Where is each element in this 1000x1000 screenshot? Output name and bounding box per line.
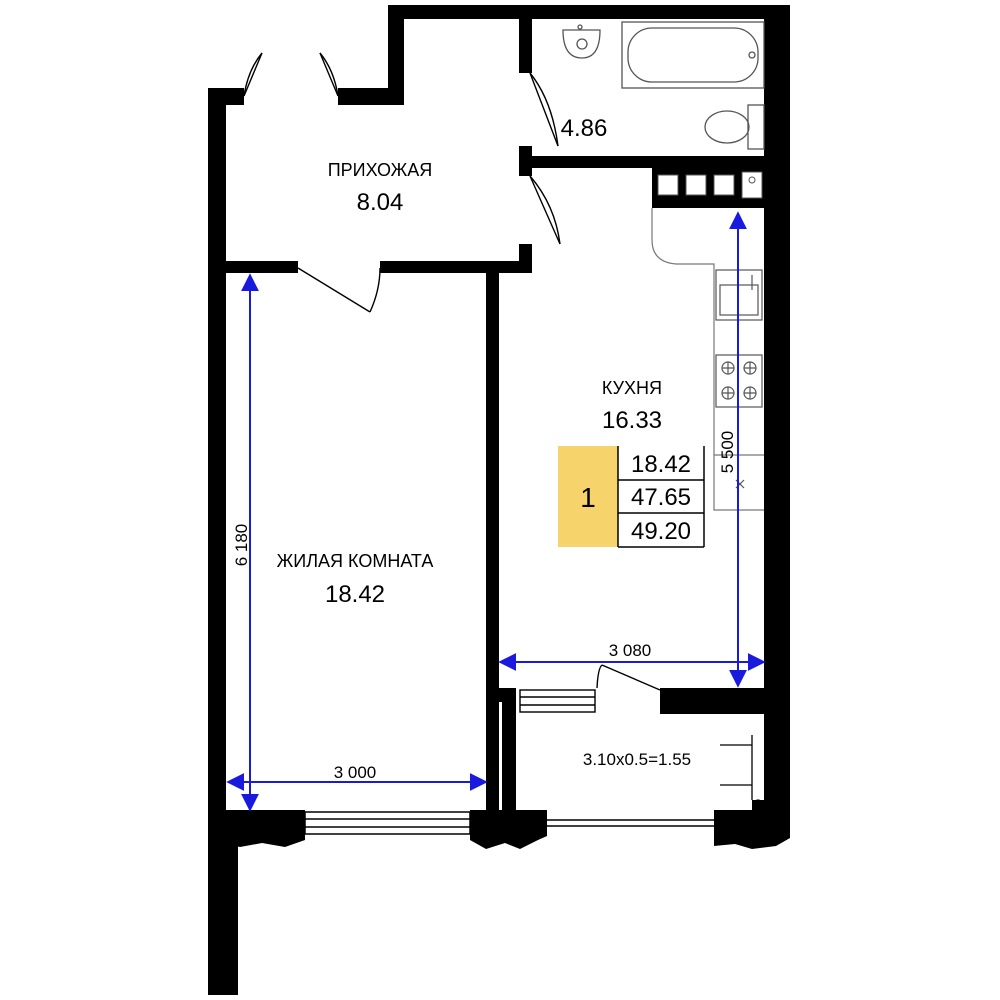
summary-total-with-loggia: 49.20 — [631, 518, 691, 545]
bathroom-area: 4.86 — [561, 115, 608, 142]
loggia-label: 3.10x0.5=1.55 — [583, 750, 691, 769]
walls — [208, 5, 790, 995]
kitchen-cabinets — [652, 168, 764, 208]
dim-living-width: 3 000 — [334, 763, 377, 782]
dim-kitchen-width: 3 080 — [609, 641, 652, 660]
area-summary-badge — [558, 446, 705, 548]
doors — [243, 52, 661, 713]
dim-living-height: 6 180 — [232, 524, 251, 567]
hallway-name: ПРИХОЖАЯ — [328, 160, 433, 180]
kitchen-name: КУХНЯ — [602, 378, 662, 398]
dim-kitchen-height: 5 500 — [718, 431, 737, 474]
kitchen-area: 16.33 — [602, 407, 662, 434]
living-area: 18.42 — [325, 581, 385, 608]
bathtub-icon — [621, 21, 765, 89]
dimension-lines — [226, 211, 766, 812]
window-living — [304, 811, 471, 835]
window-loggia — [547, 819, 714, 827]
toilet-icon — [704, 104, 765, 150]
sink-icon — [562, 24, 601, 59]
loggia-rack — [720, 735, 763, 809]
living-name: ЖИЛАЯ КОМНАТА — [277, 551, 434, 571]
rooms-count: 1 — [580, 482, 596, 513]
hallway-area: 8.04 — [357, 189, 404, 216]
summary-living-area: 18.42 — [631, 451, 691, 478]
summary-total-area: 47.65 — [631, 484, 691, 511]
